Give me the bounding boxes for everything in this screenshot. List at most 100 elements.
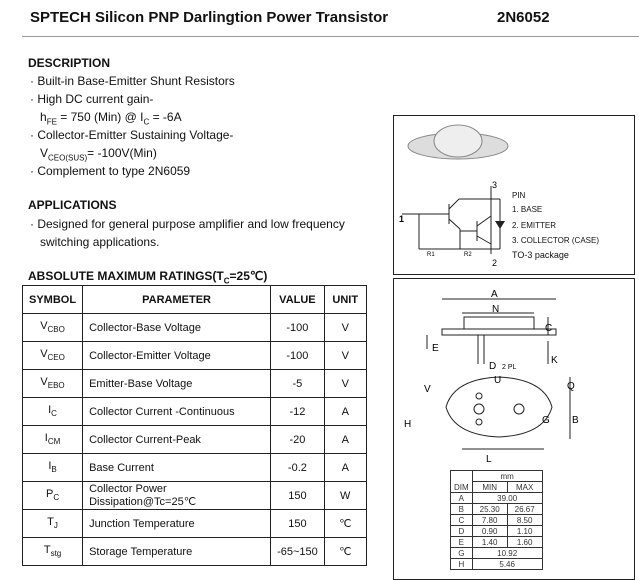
app-line: · Designed for general purpose amplifier…	[30, 217, 345, 231]
pin2-label: 2	[492, 258, 497, 268]
col-header: VALUE	[270, 285, 325, 314]
page-title: SPTECH Silicon PNP Darlingtion Power Tra…	[30, 9, 389, 26]
value-cell: -100	[270, 313, 325, 342]
col-header: UNIT	[323, 285, 367, 314]
ratings-heading: ABSOLUTE MAXIMUM RATINGS(TC=25℃)	[28, 269, 267, 285]
dim-label-b: B	[572, 415, 579, 426]
value-cell: -20	[270, 425, 325, 454]
symbol-cell: IB	[21, 453, 84, 482]
pin-title: PIN	[512, 191, 526, 200]
col-header: SYMBOL	[21, 285, 84, 314]
t: C	[223, 276, 230, 286]
table-row: PC Collector Power Dissipation@Tc=25℃ 15…	[21, 481, 367, 510]
dim-cell: H	[450, 558, 473, 570]
t: CM	[47, 437, 61, 447]
col-header: PARAMETER	[82, 285, 272, 314]
symbol-cell: VCEO	[21, 341, 84, 370]
t: V	[40, 146, 49, 160]
table-row: TJ Junction Temperature 150 ℃	[21, 509, 367, 538]
dim-label-k: K	[551, 355, 558, 366]
dim-cell: 1.10	[506, 525, 543, 537]
dim-cell: A	[450, 492, 473, 504]
t: = -100V(Min)	[87, 146, 157, 160]
package-and-circuit-drawing: 3 1 2 R1 R2	[399, 124, 509, 268]
dim-cell: 39.00	[471, 492, 543, 504]
t: V	[40, 348, 48, 361]
dim-cell: 10.92	[471, 547, 543, 559]
parameter-cell: Junction Temperature	[82, 509, 272, 538]
dim-label-g: G	[542, 415, 550, 426]
t: P	[45, 488, 54, 501]
desc-item: · Collector-Emitter Sustaining Voltage-	[30, 128, 234, 142]
dim-col: DIM	[450, 470, 473, 493]
parameter-cell: Collector-Base Voltage	[82, 313, 272, 342]
dim-cell: G	[450, 547, 473, 559]
t: ABSOLUTE MAXIMUM RATINGS(T	[28, 269, 224, 283]
divider	[22, 36, 639, 37]
parameter-cell: Collector Power Dissipation@Tc=25℃	[82, 481, 272, 510]
t: stg	[50, 549, 62, 559]
t: T	[43, 544, 51, 557]
t: V	[40, 320, 48, 333]
table-header: SYMBOL PARAMETER VALUE UNIT	[21, 285, 367, 314]
table-row: VCBO Collector-Base Voltage -100 V	[21, 313, 367, 342]
symbol-cell: VEBO	[21, 369, 84, 398]
pin1-label: 1	[399, 214, 404, 224]
applications-heading: APPLICATIONS	[28, 198, 117, 212]
unit-cell: A	[323, 397, 367, 426]
parameter-cell: Base Current	[82, 453, 272, 482]
part-number: 2N6052	[497, 9, 550, 26]
symbol-cell: VCBO	[21, 313, 84, 342]
unit-cell: ℃	[323, 537, 367, 566]
dim-label-v: V	[424, 384, 431, 395]
value-cell: -0.2	[270, 453, 325, 482]
value-cell: -65~150	[270, 537, 325, 566]
unit-cell: V	[323, 341, 367, 370]
dim-cell: 1.60	[506, 536, 543, 548]
unit-cell: A	[323, 453, 367, 482]
package-label: TO-3 package	[512, 250, 569, 260]
dim-cell: D	[450, 525, 473, 537]
symbol-cell: Tstg	[21, 537, 84, 566]
table-row: IC Collector Current -Continuous -12 A	[21, 397, 367, 426]
pin-item: 2. EMITTER	[512, 221, 557, 230]
table-row: VCEO Collector-Emitter Voltage -100 V	[21, 341, 367, 370]
unit-cell: W	[323, 481, 367, 510]
t: h	[40, 110, 47, 124]
t: I	[44, 432, 48, 445]
parameter-cell: Collector Current -Continuous	[82, 397, 272, 426]
unit-cell: A	[323, 425, 367, 454]
table-row: Tstg Storage Temperature -65~150 ℃	[21, 537, 367, 566]
pin3-label: 3	[492, 180, 497, 190]
dim-label-q: Q	[567, 381, 575, 392]
dim-label-a: A	[491, 289, 498, 300]
table-row: VEBO Emitter-Base Voltage -5 V	[21, 369, 367, 398]
t: FE	[46, 117, 57, 127]
dim-label-l: L	[486, 454, 492, 465]
symbol-cell: IC	[21, 397, 84, 426]
dim-cell: 25.30	[471, 503, 508, 515]
dim-col: MIN	[471, 481, 508, 493]
desc-item: · Complement to type 2N6059	[30, 164, 191, 178]
dim-label-c: C	[545, 323, 552, 334]
outline-drawing: A N C E K D 2 PL U V Q H G B L	[404, 289, 579, 465]
t: EBO	[47, 381, 65, 391]
desc-item: · Built-in Base-Emitter Shunt Resistors	[30, 74, 235, 88]
symbol-cell: PC	[21, 481, 84, 510]
desc-item: · High DC current gain-	[30, 92, 154, 106]
vceo-line: VCEO(SUS)= -100V(Min)	[40, 146, 157, 162]
ratings-table: SYMBOL PARAMETER VALUE UNIT VCBO Collect…	[21, 285, 367, 566]
dimensions-box: A N C E K D 2 PL U V Q H G B L	[393, 278, 635, 580]
parameter-cell: Collector-Emitter Voltage	[82, 341, 272, 370]
dim-label-u: U	[494, 375, 501, 386]
value-cell: -100	[270, 341, 325, 370]
symbol-cell: ICM	[21, 425, 84, 454]
dim-cell: 7.80	[471, 514, 508, 526]
dim-cell: B	[450, 503, 473, 515]
